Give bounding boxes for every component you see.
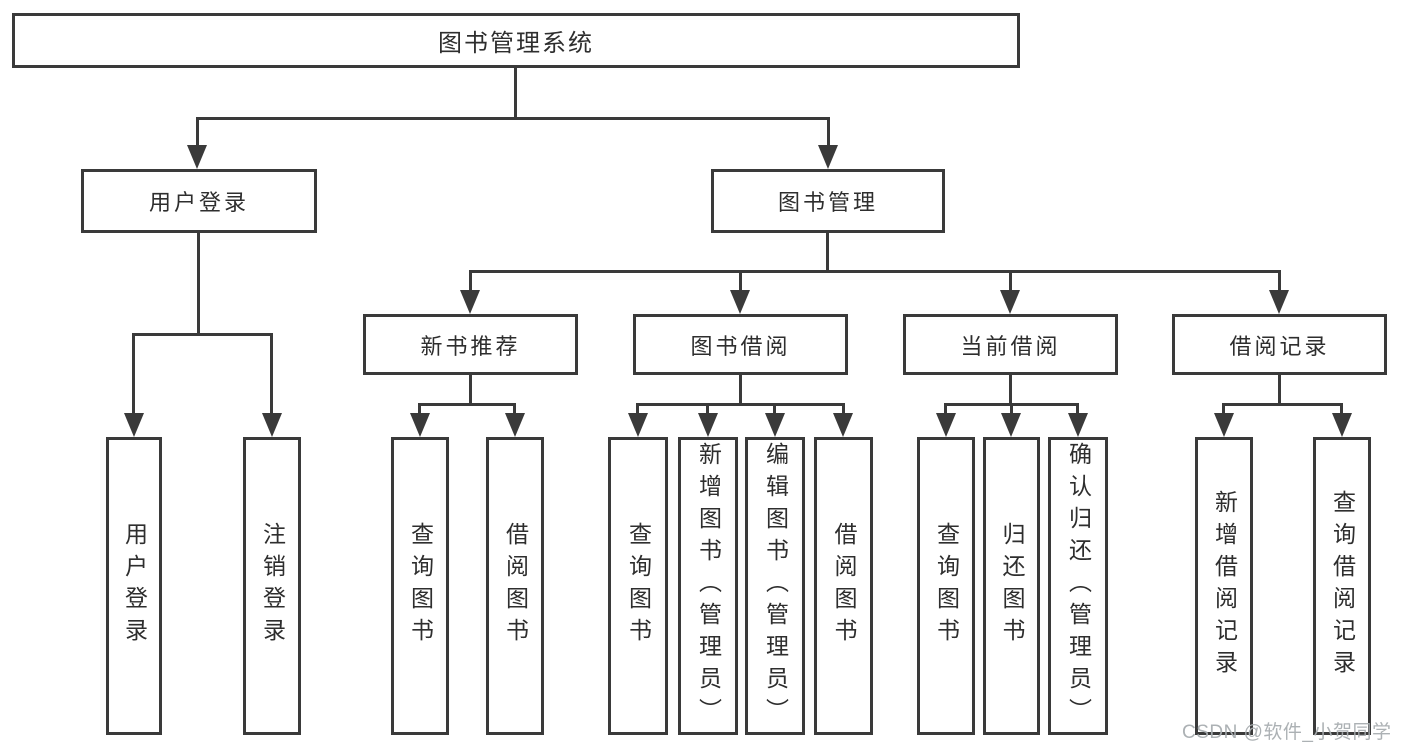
connector-line [1076,403,1079,414]
node-book-borrow: 图书借阅 [633,314,848,375]
connector-line [1009,375,1012,406]
leaf-edit-books-admin-label: 编辑图书（管理员） [762,442,789,730]
leaf-query-borrow-record: 查询借阅记录 [1313,437,1371,735]
leaf-logout-label: 注销登录 [259,522,286,650]
connector-line [1010,403,1013,414]
arrow-down-marker [505,413,525,437]
node-borrow-records-label: 借阅记录 [1229,333,1330,359]
arrow-down-marker [410,413,430,437]
leaf-borrow-books-1: 借阅图书 [486,437,544,735]
leaf-query-books-2: 查询图书 [608,437,668,735]
leaf-borrow-books-2-label: 借阅图书 [831,522,857,650]
node-root-label: 图书管理系统 [438,30,594,57]
leaf-return-books-label: 归还图书 [999,522,1025,650]
node-root: 图书管理系统 [12,13,1020,68]
leaf-add-borrow-record: 新增借阅记录 [1195,437,1253,735]
connector-line [469,270,1281,273]
connector-line [826,233,829,273]
arrow-down-marker [765,413,785,437]
connector-line [1278,270,1281,291]
leaf-query-books-1: 查询图书 [391,437,449,735]
leaf-add-borrow-record-label: 新增借阅记录 [1211,490,1238,682]
connector-line [418,403,421,414]
node-book-management-label: 图书管理 [777,190,878,215]
arrow-down-marker [1214,413,1234,437]
leaf-add-books-admin: 新增图书（管理员） [678,437,738,735]
leaf-query-books-3-label: 查询图书 [933,522,960,650]
arrow-down-marker [698,413,718,437]
connector-line [196,117,199,146]
connector-line [636,403,639,414]
leaf-logout: 注销登录 [243,437,301,735]
arrow-down-marker [460,290,480,314]
csdn-watermark: CSDN @软件_小贺同学 [1182,722,1392,743]
arrow-down-marker [833,413,853,437]
leaf-user-login-label: 用户登录 [121,522,148,650]
leaf-user-login: 用户登录 [106,437,162,735]
arrow-down-marker [1269,290,1289,314]
arrow-down-marker [730,290,750,314]
arrow-down-marker [1001,413,1021,437]
connector-line [842,403,845,414]
connector-line [196,117,830,120]
arrow-down-marker [818,145,838,169]
connector-line [197,233,200,335]
node-book-management: 图书管理 [711,169,945,233]
arrow-down-marker [628,413,648,437]
node-user-login-label: 用户登录 [148,190,249,215]
node-borrow-records: 借阅记录 [1172,314,1387,375]
connector-line [739,270,742,291]
connector-line [132,333,135,414]
connector-line [706,403,709,414]
connector-line [514,68,517,120]
connector-line [827,117,830,146]
connector-line [469,375,472,406]
leaf-return-books: 归还图书 [983,437,1040,735]
connector-line [1009,270,1012,291]
arrow-down-marker [1000,290,1020,314]
node-new-book-recommend-label: 新书推荐 [420,333,521,359]
leaf-query-books-3: 查询图书 [917,437,975,735]
leaf-query-books-1-label: 查询图书 [407,522,434,650]
connector-line [1340,403,1343,414]
connector-line [132,333,273,336]
connector-line [513,403,516,414]
leaf-query-borrow-record-label: 查询借阅记录 [1329,490,1356,682]
arrow-down-marker [936,413,956,437]
node-book-borrow-label: 图书借阅 [690,333,791,359]
connector-line [418,403,516,406]
arrow-down-marker [1068,413,1088,437]
node-current-borrow-label: 当前借阅 [960,333,1061,359]
node-user-login: 用户登录 [81,169,317,233]
node-new-book-recommend: 新书推荐 [363,314,578,375]
connector-line [1278,375,1281,406]
connector-line [636,403,845,406]
arrow-down-marker [1332,413,1352,437]
connector-line [773,403,776,414]
leaf-add-books-admin-label: 新增图书（管理员） [695,442,722,730]
connector-line [739,375,742,406]
leaf-confirm-return-admin: 确认归还（管理员） [1048,437,1108,735]
connector-line [1222,403,1225,414]
leaf-borrow-books-1-label: 借阅图书 [502,522,529,650]
arrow-down-marker [262,413,282,437]
leaf-query-books-2-label: 查询图书 [625,522,652,650]
connector-line [1222,403,1343,406]
leaf-edit-books-admin: 编辑图书（管理员） [745,437,805,735]
connector-line [944,403,947,414]
connector-line [270,333,273,414]
leaf-confirm-return-admin-label: 确认归还（管理员） [1065,442,1092,730]
node-current-borrow: 当前借阅 [903,314,1118,375]
connector-line [469,270,472,291]
arrow-down-marker [187,145,207,169]
leaf-borrow-books-2: 借阅图书 [814,437,873,735]
arrow-down-marker [124,413,144,437]
